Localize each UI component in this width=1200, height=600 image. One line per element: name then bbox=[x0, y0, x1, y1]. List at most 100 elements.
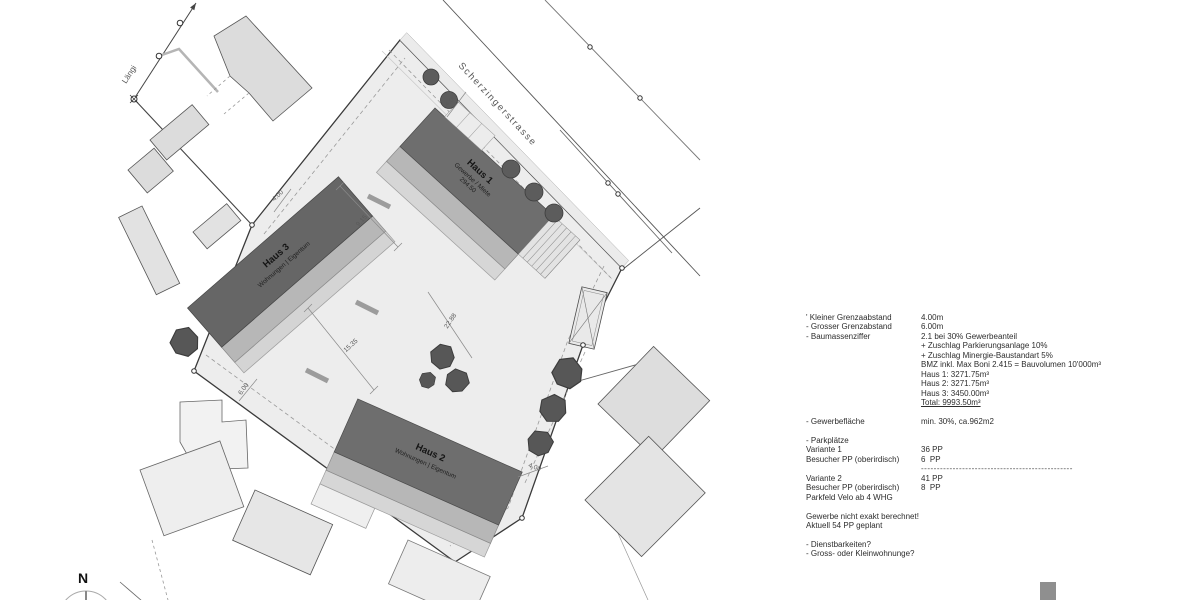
haus2-building bbox=[310, 398, 523, 558]
note-row: Parkfeld Velo ab 4 WHG bbox=[806, 493, 1116, 502]
note-label: Variante 1 bbox=[806, 445, 842, 455]
parcel-line-e bbox=[621, 207, 701, 271]
parking-stalls-strip bbox=[517, 215, 581, 279]
bush-icon bbox=[167, 323, 203, 359]
note-row bbox=[806, 530, 1116, 539]
note-row: - Gewerbefläche min. 30%, ca.962m2 bbox=[806, 417, 1116, 426]
note-value: 2.1 bei 30% Gewerbeanteil bbox=[921, 331, 1018, 341]
note-label: ' Kleiner Grenzaabstand bbox=[806, 313, 892, 322]
note-value: Haus 1: 3271.75m³ bbox=[921, 369, 990, 379]
note-row: Gewerbe nicht exakt berechnet! bbox=[806, 512, 1116, 521]
note-row: Besucher PP (oberirdisch) 6 PP bbox=[806, 455, 1116, 464]
note-row: Haus 1: 3271.75m³ bbox=[806, 370, 1116, 379]
neighbor-building-s2 bbox=[232, 489, 334, 576]
laengi-line bbox=[133, 2, 197, 100]
parcel-line-ne bbox=[559, 129, 673, 254]
neighbor-building-e2 bbox=[584, 435, 706, 558]
note-row: Haus 2: 3271.75m³ bbox=[806, 379, 1116, 388]
note-label: - Grosser Grenzabstand bbox=[806, 322, 892, 332]
driveway-centerline bbox=[523, 351, 586, 486]
neighbor-building-w3 bbox=[192, 203, 242, 250]
note-row: Variante 2 41 PP bbox=[806, 474, 1116, 483]
note-row: Variante 1 36 PP bbox=[806, 445, 1116, 454]
note-row: + Zuschlag Parkierungsanlage 10% bbox=[806, 341, 1116, 350]
note-row: ----------------------------------------… bbox=[806, 464, 1116, 473]
note-label: Variante 2 bbox=[806, 473, 842, 483]
street-far-edge bbox=[544, 0, 701, 161]
note-row: ' Kleiner Grenzaabstand 4.00m bbox=[806, 313, 1116, 322]
tree-icon bbox=[524, 182, 544, 202]
sidewalk-strip bbox=[399, 32, 630, 269]
tree-icon bbox=[422, 68, 440, 86]
note-label: Parkfeld Velo ab 4 WHG bbox=[806, 492, 893, 502]
dim-se-setback: 4.00 bbox=[527, 462, 542, 473]
note-row: + Zuschlag Minergie-Baustandart 5% bbox=[806, 351, 1116, 360]
note-value: 36 PP bbox=[921, 445, 943, 455]
neighbor-building-w2 bbox=[118, 205, 181, 296]
laengi-arrowhead bbox=[190, 3, 196, 11]
street-trees bbox=[422, 68, 564, 223]
neighbor-building-s1 bbox=[139, 440, 245, 537]
street-near-edge bbox=[442, 0, 701, 277]
note-value: + Zuschlag Minergie-Baustandart 5% bbox=[921, 350, 1053, 360]
neighbor-buildings bbox=[118, 15, 711, 600]
note-row: Aktuell 54 PP geplant bbox=[806, 521, 1116, 530]
note-value: 4.00m bbox=[921, 313, 944, 322]
note-label: - Baumassenziffer bbox=[806, 331, 871, 341]
garage-ramp bbox=[568, 286, 608, 350]
boundary-nodes bbox=[129, 19, 643, 521]
fence-line bbox=[158, 47, 219, 93]
note-label: - Gewerbefläche bbox=[806, 416, 865, 426]
note-row: Haus 3: 3450.00m³ bbox=[806, 389, 1116, 398]
note-label: - Gross- oder Kleinwohnunge? bbox=[806, 549, 915, 559]
note-row: - Gross- oder Kleinwohnunge? bbox=[806, 549, 1116, 558]
note-value: min. 30%, ca.962m2 bbox=[921, 416, 994, 426]
side-street-label: Längi bbox=[120, 64, 138, 86]
note-value: 6 PP bbox=[921, 454, 941, 464]
note-value: Haus 2: 3271.75m³ bbox=[921, 379, 990, 389]
north-compass: N bbox=[65, 570, 142, 600]
note-label: Aktuell 54 PP geplant bbox=[806, 520, 883, 530]
bottom-right-gray-marker bbox=[1040, 582, 1056, 600]
neighbor-building-small-nw bbox=[149, 104, 210, 161]
note-row bbox=[806, 426, 1116, 435]
haus3-building bbox=[187, 176, 396, 374]
note-value: 6.00m bbox=[921, 322, 944, 332]
note-value: + Zuschlag Parkierungsanlage 10% bbox=[921, 341, 1048, 351]
note-row: - Dienstbarkeiten? bbox=[806, 540, 1116, 549]
note-row bbox=[806, 502, 1116, 511]
note-row: Besucher PP (oberirdisch) 8 PP bbox=[806, 483, 1116, 492]
garden-wall-stubs bbox=[304, 193, 392, 384]
note-value: 8 PP bbox=[921, 483, 941, 493]
note-row: - Grosser Grenzabstand 6.00m bbox=[806, 322, 1116, 331]
note-row bbox=[806, 408, 1116, 417]
haus1-building bbox=[375, 101, 581, 281]
neighbor-building-s3 bbox=[387, 539, 491, 600]
tree-icon bbox=[544, 203, 564, 223]
neighbor-division-line bbox=[133, 98, 253, 226]
note-row: Total: 9993.50m³ bbox=[806, 398, 1116, 407]
dimension-lines bbox=[238, 91, 549, 478]
north-label: N bbox=[78, 570, 88, 586]
note-row: - Baumassenziffer 2.1 bei 30% Gewerbeante… bbox=[806, 332, 1116, 341]
note-label: - Parkplätze bbox=[806, 435, 849, 445]
note-row: BMZ inkl. Max Boni 2.415 = Bauvolumen 10… bbox=[806, 360, 1116, 369]
neighbor-building-w1 bbox=[127, 147, 174, 194]
note-label: Besucher PP (oberirdisch) bbox=[806, 483, 900, 493]
note-label: Besucher PP (oberirdisch) bbox=[806, 454, 900, 464]
note-label: Gewerbe nicht exakt berechnet! bbox=[806, 511, 919, 521]
neighbor-building-nw bbox=[213, 15, 313, 122]
tree-icon bbox=[501, 159, 521, 179]
note-value: Total: 9993.50m³ bbox=[921, 398, 981, 408]
note-value: ----------------------------------------… bbox=[921, 464, 1073, 474]
stray-survey-line bbox=[119, 581, 142, 600]
note-value: Haus 3: 3450.00m³ bbox=[921, 388, 990, 398]
note-value: BMZ inkl. Max Boni 2.415 = Bauvolumen 10… bbox=[921, 360, 1102, 370]
note-row: - Parkplätze bbox=[806, 436, 1116, 445]
note-label: - Dienstbarkeiten? bbox=[806, 539, 871, 549]
neighbor-building-e1 bbox=[597, 345, 711, 459]
note-value: 41 PP bbox=[921, 473, 943, 483]
